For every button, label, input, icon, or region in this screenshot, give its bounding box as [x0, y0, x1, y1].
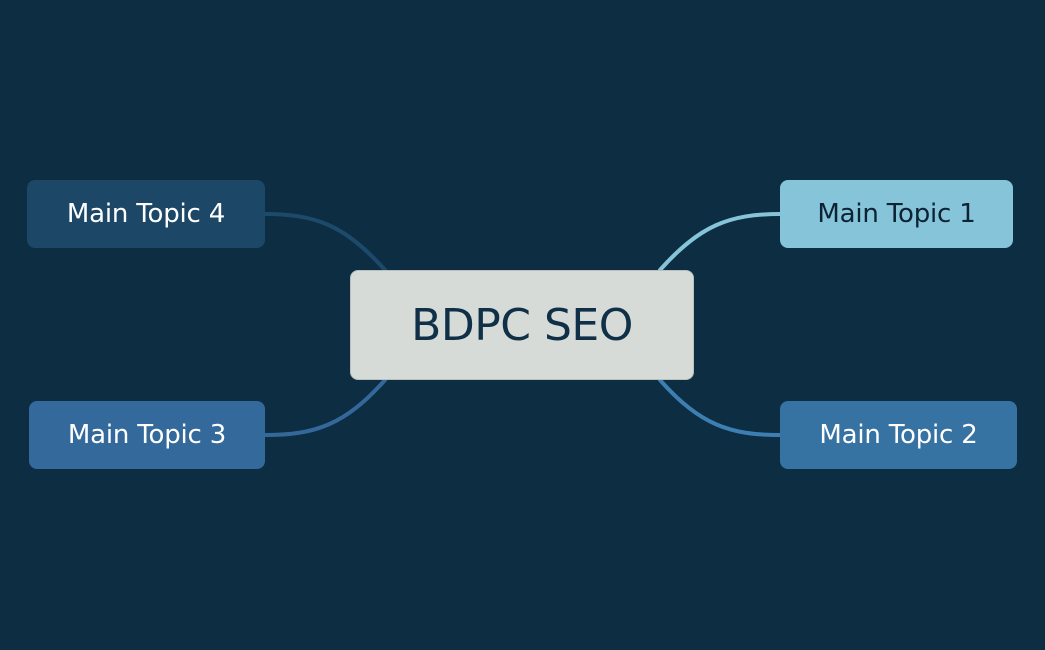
- central-topic[interactable]: BDPC SEO: [350, 270, 694, 380]
- main-topic-4-label: Main Topic 4: [66, 199, 226, 229]
- connector-topic-2: [658, 378, 782, 437]
- main-topic-1[interactable]: Main Topic 1: [780, 180, 1013, 248]
- main-topic-3[interactable]: Main Topic 3: [29, 401, 265, 469]
- main-topic-4[interactable]: Main Topic 4: [27, 180, 265, 248]
- main-topic-3-label: Main Topic 3: [67, 420, 227, 450]
- main-topic-1-label: Main Topic 1: [817, 199, 976, 229]
- connector-topic-3: [263, 378, 387, 437]
- central-topic-label: BDPC SEO: [411, 299, 633, 351]
- main-topic-2-label: Main Topic 2: [819, 420, 978, 450]
- connector-topic-1: [658, 212, 782, 272]
- connector-topic-4: [263, 212, 387, 272]
- main-topic-2[interactable]: Main Topic 2: [780, 401, 1017, 469]
